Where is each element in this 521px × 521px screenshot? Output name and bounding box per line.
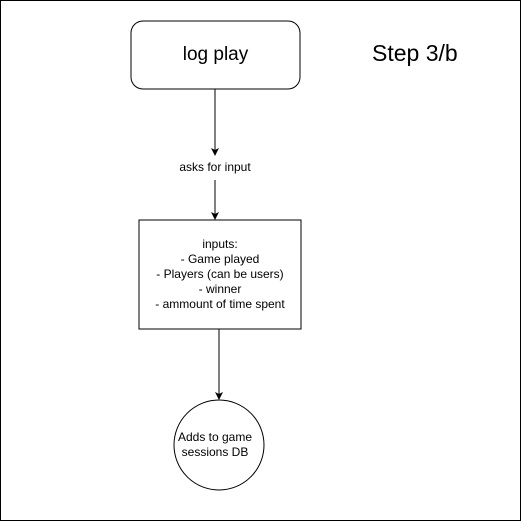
end-node-shape[interactable] (173, 399, 265, 491)
inputs-box-text: inputs: - Game played - Players (can be … (139, 220, 301, 329)
edge-label-asks-for-input: asks for input (179, 160, 251, 174)
inputs-box-shape[interactable] (138, 219, 302, 330)
inputs-item-players: - Players (can be users) (156, 267, 284, 281)
inputs-item-winner: - winner (198, 282, 242, 296)
step-label: Step 3/b (372, 40, 458, 66)
end-node-label-line-1: Adds to game (177, 430, 253, 444)
end-node-label-line-2: sessions DB (181, 445, 249, 459)
inputs-item-time-spent: - ammount of time spent (155, 297, 285, 311)
inputs-item-game-played: - Game played (180, 252, 260, 266)
start-node-label: log play (182, 44, 249, 65)
inputs-heading: inputs: (202, 237, 238, 251)
end-node-label: Adds to game sessions DB (172, 400, 258, 490)
